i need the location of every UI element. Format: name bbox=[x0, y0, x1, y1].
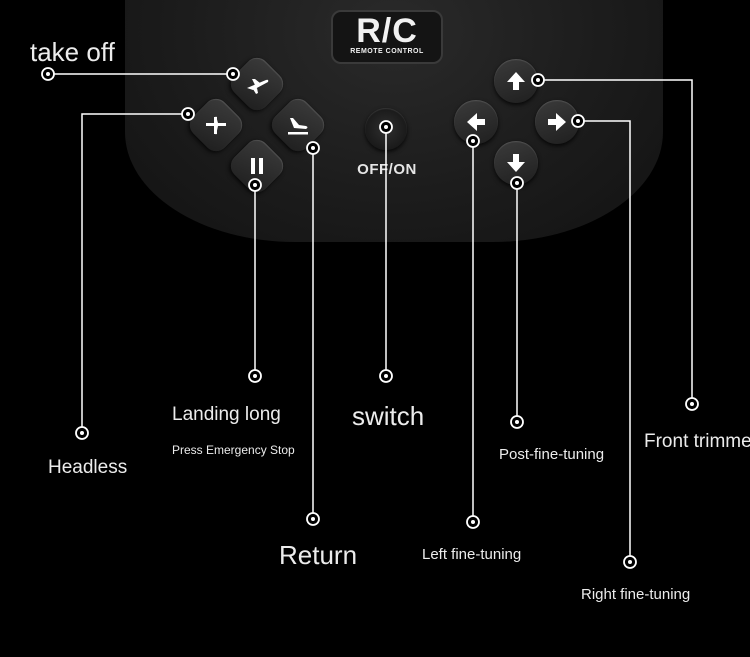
arrow-up-icon bbox=[507, 72, 525, 90]
label-landing: Landing long bbox=[172, 404, 281, 425]
takeoff-button[interactable] bbox=[225, 52, 289, 116]
landing-button[interactable] bbox=[225, 134, 289, 198]
arrow-right-icon bbox=[548, 113, 566, 131]
label-post-fine-tuning: Post-fine-tuning bbox=[499, 446, 605, 463]
arrow-down-icon bbox=[507, 154, 525, 172]
rc-badge: R/C REMOTE CONTROL bbox=[331, 10, 443, 64]
leader-dots bbox=[41, 67, 699, 569]
label-take-off: take off bbox=[30, 37, 115, 67]
headless-plane-icon bbox=[206, 116, 226, 135]
label-headless: Headless bbox=[48, 457, 128, 478]
label-right-fine-tuning: Right fine-tuning bbox=[581, 586, 691, 603]
leader-right-fine bbox=[578, 120, 631, 562]
front-trim-button[interactable] bbox=[494, 59, 538, 103]
landing-plane-icon bbox=[288, 118, 308, 135]
pause-icon bbox=[251, 158, 263, 174]
label-return: Return bbox=[279, 540, 358, 570]
label-left-fine-tuning: Left fine-tuning bbox=[422, 546, 522, 563]
arrow-left-icon bbox=[467, 113, 485, 131]
label-switch: switch bbox=[352, 401, 425, 431]
leader-front-trimmer bbox=[538, 79, 693, 404]
leader-headless bbox=[81, 113, 188, 433]
headless-button[interactable] bbox=[184, 93, 248, 157]
rc-badge-subtitle: REMOTE CONTROL bbox=[350, 48, 424, 55]
rc-badge-title: R/C bbox=[356, 12, 418, 50]
label-front-trimmer: Front trimmer bbox=[644, 431, 750, 452]
label-emergency-stop: Press Emergency Stop bbox=[172, 443, 295, 457]
return-button[interactable] bbox=[266, 93, 330, 157]
takeoff-plane-icon bbox=[247, 79, 269, 94]
